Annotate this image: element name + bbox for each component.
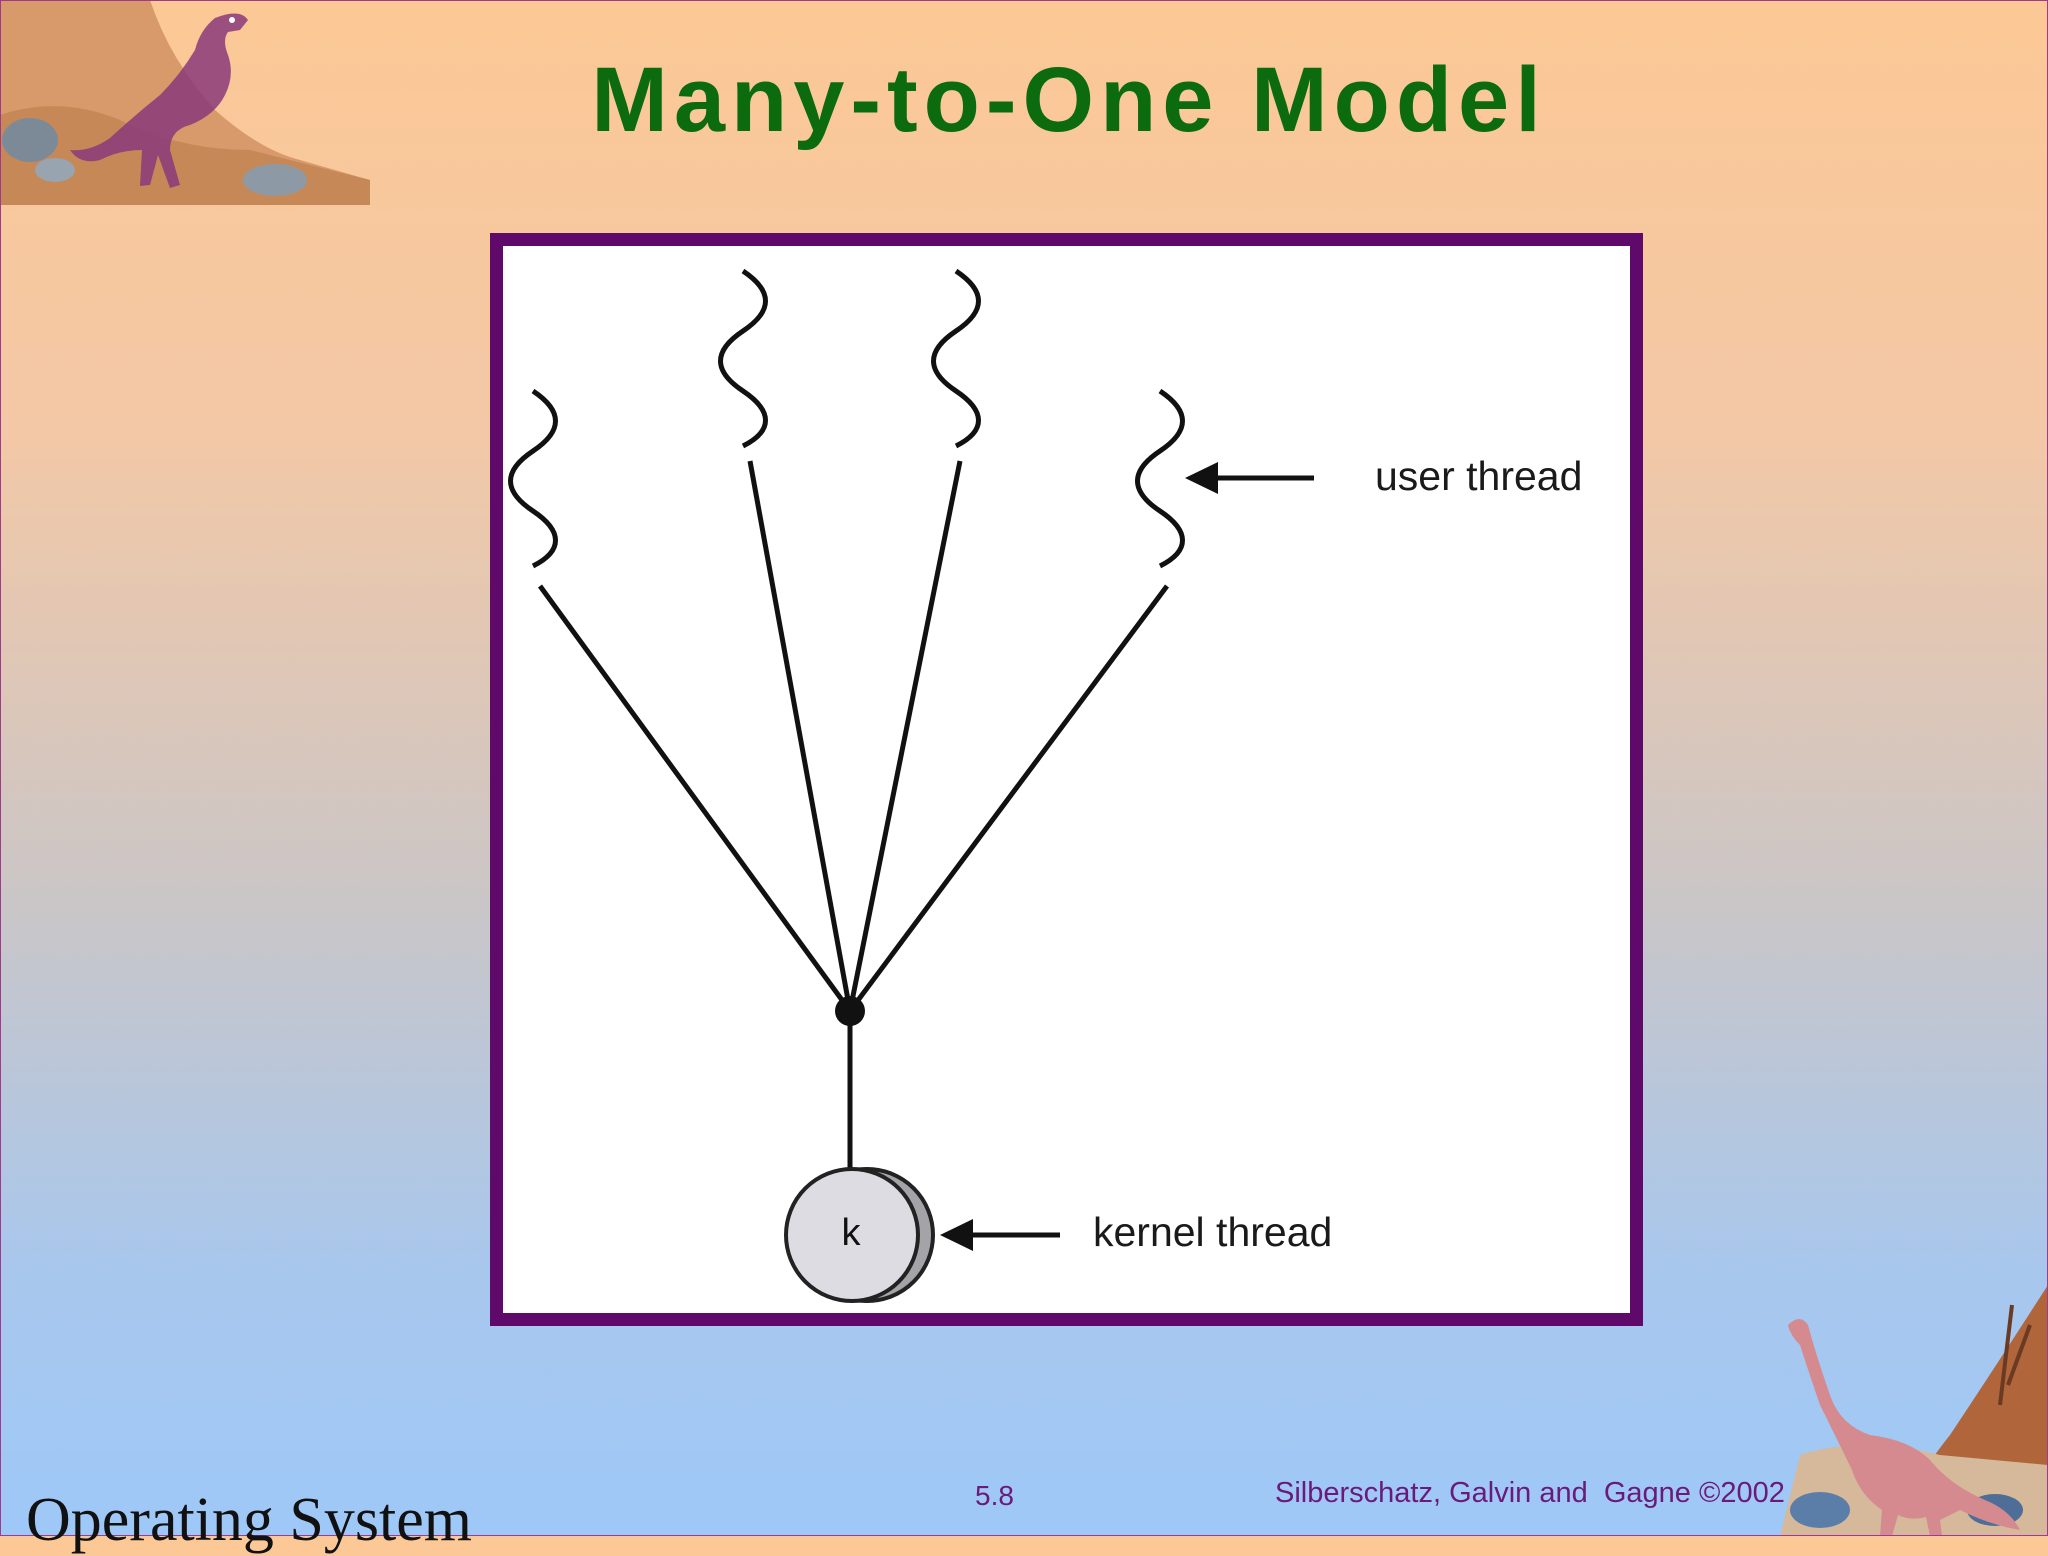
brontosaurus-dinosaur-illustration: [1780, 1285, 2048, 1536]
t-rex-dinosaur-illustration: [0, 0, 370, 205]
many-to-one-diagram: [508, 268, 1314, 1303]
diagram-frame: user thread kernel thread k: [490, 233, 1643, 1326]
kernel-thread-arrow: [940, 1219, 1060, 1251]
footer-course-title: Operating System: [26, 1486, 472, 1554]
user-thread-2: [718, 268, 768, 449]
mapping-hub-dot: [835, 996, 865, 1026]
user-thread-4: [1135, 388, 1185, 569]
slide-title: Many-to-One Model: [591, 49, 1547, 151]
mapping-line-1: [537, 584, 853, 1013]
mapping-line-2: [747, 460, 853, 1012]
user-thread-arrow: [1185, 462, 1314, 494]
kernel-node-letter: k: [841, 1212, 861, 1254]
user-thread-label: user thread: [1375, 453, 1583, 499]
user-thread-1: [508, 388, 558, 569]
kernel-thread-disk: [784, 1167, 920, 1303]
mapping-line-3: [847, 460, 963, 1012]
slide-page-number: 5.8: [975, 1480, 1014, 1511]
mapping-line-4: [847, 584, 1170, 1013]
footer-authors-credit: Silberschatz, Galvin and Gagne ©2002: [1275, 1477, 1785, 1509]
user-thread-3: [931, 268, 981, 449]
kernel-thread-label: kernel thread: [1093, 1209, 1333, 1255]
